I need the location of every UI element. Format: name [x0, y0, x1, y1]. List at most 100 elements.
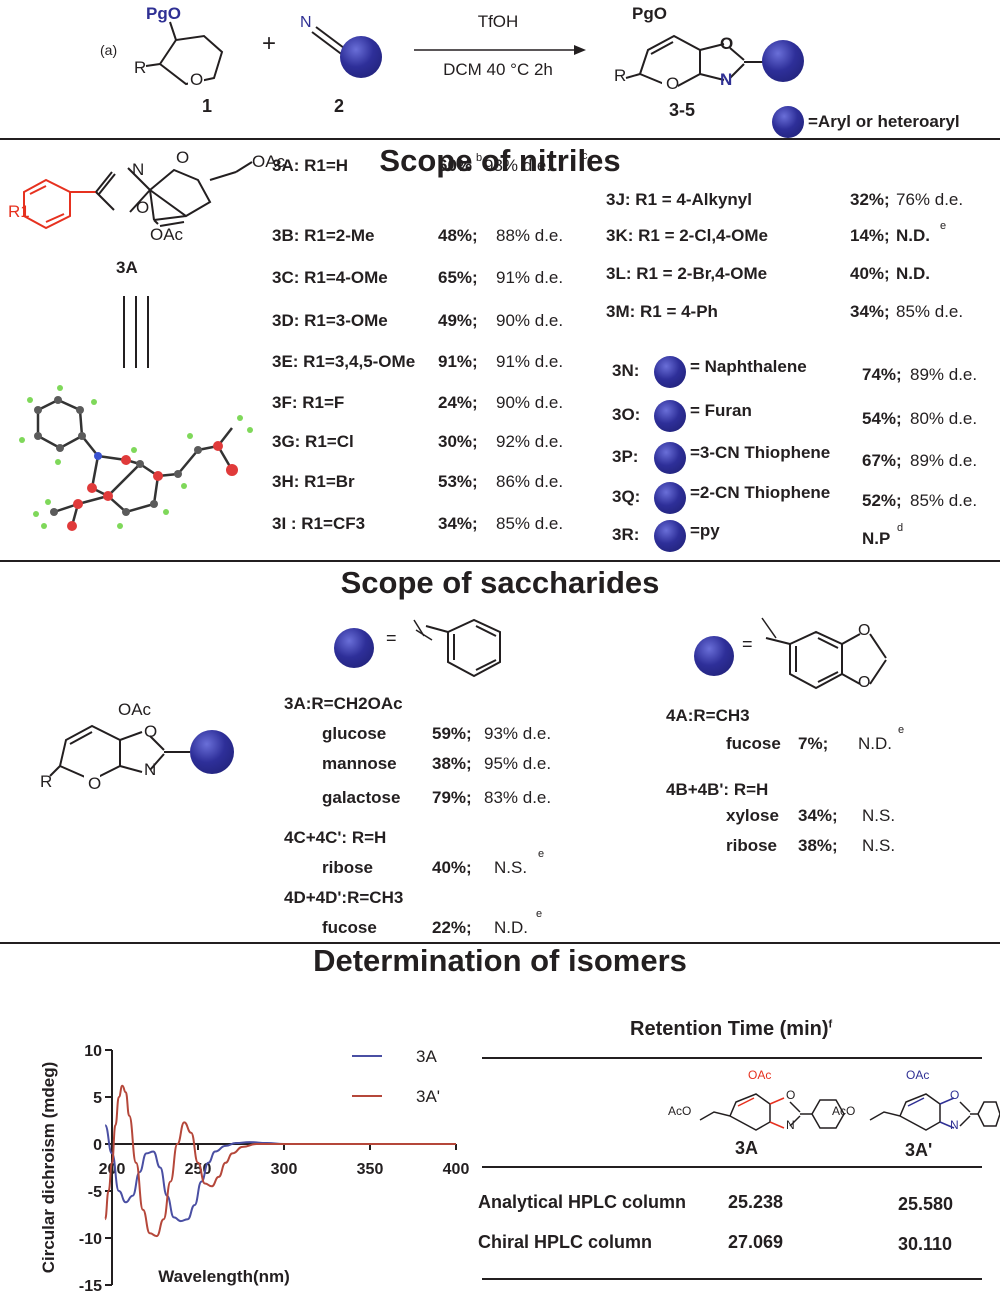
saccharide-group-header: 3A:R=CH2OAc: [284, 694, 403, 713]
nitrile-row-label: 3K: R1 = 2-Cl,4-OMe: [606, 226, 769, 245]
saccharide-name: ribose: [322, 858, 374, 877]
dioxole-o-bottom: O: [858, 674, 871, 691]
legend-label: 3A': [416, 1087, 440, 1106]
table-top-rule: [482, 1057, 982, 1059]
product-r-label: R: [614, 66, 627, 85]
plus-sign: +: [262, 30, 277, 57]
nitrile-row-de-sup: e: [940, 220, 947, 232]
saccharide-de-sup: e: [536, 908, 543, 920]
nitrile-row-label: 3M: R1 = 4-Ph: [606, 302, 718, 321]
hetero-row-de: 89% d.e.: [910, 451, 978, 470]
saccharide-name: glucose: [322, 724, 387, 743]
product-structure: [625, 34, 764, 96]
nitrile-row-de: 90% d.e.: [496, 393, 564, 412]
retention-title: Retention Time (min)f: [630, 1018, 833, 1040]
retention-value-3a: 27.069: [728, 1232, 784, 1252]
hetero-row-name: =3-CN Thiophene: [690, 443, 831, 462]
y-tick-label: -10: [79, 1231, 102, 1248]
3ap-n-label-small: N: [950, 1118, 959, 1132]
nitrile-row-yield: 53%;: [438, 472, 478, 491]
phenyl-ball-icon: [334, 628, 374, 668]
saccharide-group-header: 4A:R=CH3: [666, 706, 750, 725]
nitrile-n-label: N: [300, 14, 312, 31]
product-label: 3-5: [669, 100, 696, 120]
pgo-label: PgO: [146, 4, 181, 23]
isomer-structures: [699, 1093, 1000, 1131]
divider-2: [0, 560, 1000, 562]
hetero-row-de: 85% d.e.: [910, 491, 978, 510]
legend-ball-icon: [772, 106, 804, 138]
hetero-row-yield: 67%;: [862, 451, 902, 470]
saccharide-yield: 22%;: [432, 918, 472, 937]
nitrile-row-de: 93% d.e.: [484, 156, 552, 175]
saccharide-de-sup: e: [898, 724, 905, 736]
y-tick-label: -5: [88, 1184, 102, 1201]
hetero-row-yield: 54%;: [862, 409, 902, 428]
benzodioxole-eq: =: [742, 634, 753, 654]
nitrile-row-yield-sup: b: [476, 152, 483, 164]
y-tick-label: 0: [93, 1137, 102, 1154]
nitrile-row-de: 92% d.e.: [496, 432, 564, 451]
saccharide-yield: 40%;: [432, 858, 472, 877]
nitrile-row-yield: 60%: [438, 156, 473, 175]
saccharide-de: N.S.: [862, 806, 896, 825]
x-tick-label: 200: [99, 1161, 126, 1178]
nitrile-row-de: 85% d.e.: [896, 302, 964, 321]
compound-1-label: 1: [202, 96, 213, 116]
y-tick-label: 5: [93, 1090, 102, 1107]
nitrile-row-yield: 34%;: [438, 514, 478, 533]
core-n-label: N: [144, 760, 157, 779]
nitrile-row-label: 3F: R1=F: [272, 393, 345, 412]
nitrile-row-yield: 65%;: [438, 268, 478, 287]
3ap-oac-label: OAc: [906, 1068, 930, 1082]
phenyl-eq: =: [386, 628, 397, 648]
nitrile-row-yield: 34%;: [850, 302, 890, 321]
ring-o-label: O: [190, 70, 204, 89]
crystal-structure-image: [19, 385, 253, 531]
hetero-row-yield: 52%;: [862, 491, 902, 510]
isomers-section-title: Determination of isomers: [313, 943, 687, 978]
nitrile-row-de-sup: c: [582, 150, 588, 162]
hetero-row-label: 3R:: [612, 525, 640, 544]
nitrile-row-label: 3B: R1=2-Me: [272, 226, 375, 245]
scheme-label-a: (a): [100, 42, 118, 58]
hetero-row-de: 80% d.e.: [910, 409, 978, 428]
reagent-label: TfOH: [477, 12, 519, 31]
retention-method: Chiral HPLC column: [478, 1232, 653, 1252]
saccharide-yield: 79%;: [432, 788, 472, 807]
hetero-row-label: 3P:: [612, 447, 639, 466]
nitrile-row-label: 3G: R1=Cl: [272, 432, 354, 451]
nitrile-row-label: 3L: R1 = 2-Br,4-OMe: [606, 264, 768, 283]
core-aryl-ball-icon: [190, 730, 234, 774]
hetero-row-label: 3O:: [612, 405, 641, 424]
nitrile-row-label: 3C: R1=4-OMe: [272, 268, 388, 287]
heteroaryl-ball-icon: [654, 482, 686, 514]
saccharide-name: ribose: [726, 836, 778, 855]
nitrile-row-label: 3E: R1=3,4,5-OMe: [272, 352, 416, 371]
nitrile-row-de: 85% d.e.: [496, 514, 564, 533]
col-3a-header: 3A: [735, 1138, 759, 1158]
saccharide-yield: 38%;: [798, 836, 838, 855]
3a-o-label-small: O: [786, 1088, 796, 1102]
nitrile-row-yield: 48%;: [438, 226, 478, 245]
conditions-label: DCM 40 °C 2h: [443, 60, 553, 79]
reaction-arrow: [414, 45, 586, 55]
y-tick-label: -15: [79, 1278, 102, 1293]
saccharide-yield: 7%;: [798, 734, 829, 753]
phenyl-structure: [413, 618, 501, 678]
3a-oac-top-label: OAc: [252, 152, 286, 171]
x-axis-label: Wavelength(nm): [158, 1267, 290, 1286]
r-label: R: [134, 58, 147, 77]
nitrile-row-de: 88% d.e.: [496, 226, 564, 245]
core-r-label: R: [40, 772, 53, 791]
hetero-row-sup: d: [897, 522, 904, 534]
divider-1: [0, 138, 1000, 140]
nitrile-row-yield: 24%;: [438, 393, 478, 412]
heteroaryl-ball-icon: [654, 442, 686, 474]
substrate-1-structure: [145, 21, 224, 90]
saccharide-group-header: 4B+4B': R=H: [666, 780, 769, 799]
nitrile-row-de: N.D.: [896, 264, 930, 283]
saccharide-de: N.S.: [862, 836, 896, 855]
3a-o-label: O: [136, 198, 150, 217]
